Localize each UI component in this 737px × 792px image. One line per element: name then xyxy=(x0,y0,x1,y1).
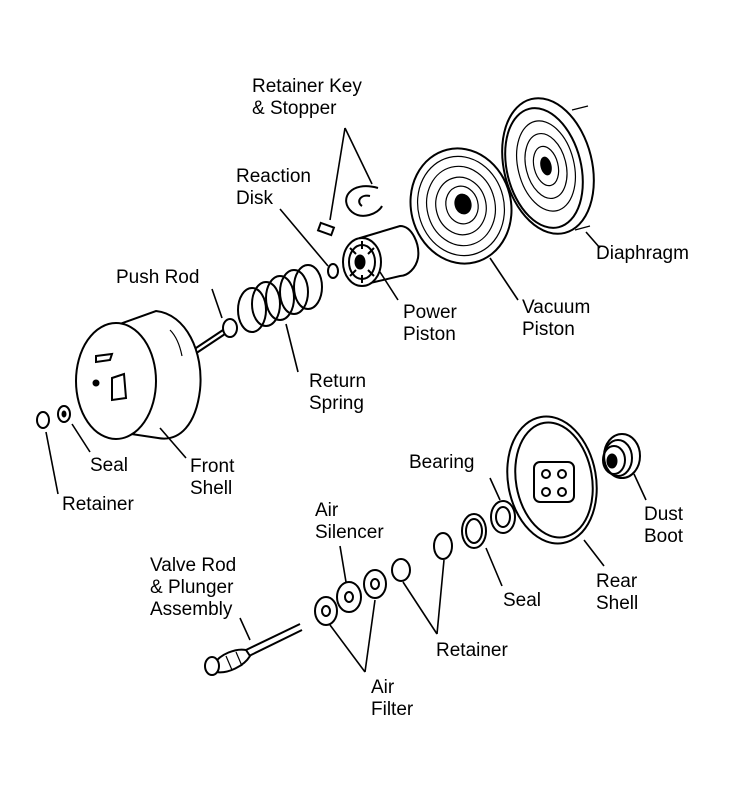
air-silencer-label: Air Silencer xyxy=(315,500,384,543)
retainer-rear-part xyxy=(391,532,453,582)
reaction-disk-part xyxy=(327,263,339,279)
air-filter-label: Air Filter xyxy=(371,677,414,720)
retainer-key-stopper-label: Retainer Key & Stopper xyxy=(252,76,362,119)
vacuum-piston-label: Vacuum Piston xyxy=(522,297,591,340)
leader-lines xyxy=(45,127,647,673)
power-piston-label: Power Piston xyxy=(403,302,457,345)
dust-boot-part xyxy=(602,433,641,479)
reaction-disk-label: Reaction Disk xyxy=(236,166,311,209)
air-silencer-part xyxy=(336,581,362,613)
front-shell-label: Front Shell xyxy=(190,456,235,499)
valve-rod-label: Valve Rod & Plunger Assembly xyxy=(150,555,237,620)
seal-rear-label: Seal xyxy=(503,590,542,611)
vacuum-piston-part xyxy=(409,147,513,265)
seal-front-part xyxy=(57,405,71,423)
seal-front-label: Seal xyxy=(90,455,129,476)
diaphragm-part xyxy=(501,97,595,235)
push-rod-label: Push Rod xyxy=(116,267,200,288)
front-shell-part xyxy=(75,309,202,440)
retainer-front-part xyxy=(36,411,50,429)
push-rod-part xyxy=(189,318,238,357)
power-piston-part xyxy=(342,224,420,287)
valve-rod-part xyxy=(204,623,303,676)
return-spring-label: Return Spring xyxy=(309,371,367,414)
diaphragm-label: Diaphragm xyxy=(596,243,689,264)
retainer-key-stopper-part xyxy=(316,185,383,237)
seal-rear-part xyxy=(461,513,487,549)
air-filter-part xyxy=(314,569,387,626)
rear-shell-label: Rear Shell xyxy=(596,571,639,614)
retainer-rear-label: Retainer xyxy=(436,640,508,661)
retainer-front-label: Retainer xyxy=(62,494,134,515)
bearing-label: Bearing xyxy=(409,452,475,473)
rear-shell-part xyxy=(506,415,598,545)
bearing-part xyxy=(490,500,516,534)
dust-boot-label: Dust Boot xyxy=(644,504,684,547)
return-spring-part xyxy=(237,264,323,333)
